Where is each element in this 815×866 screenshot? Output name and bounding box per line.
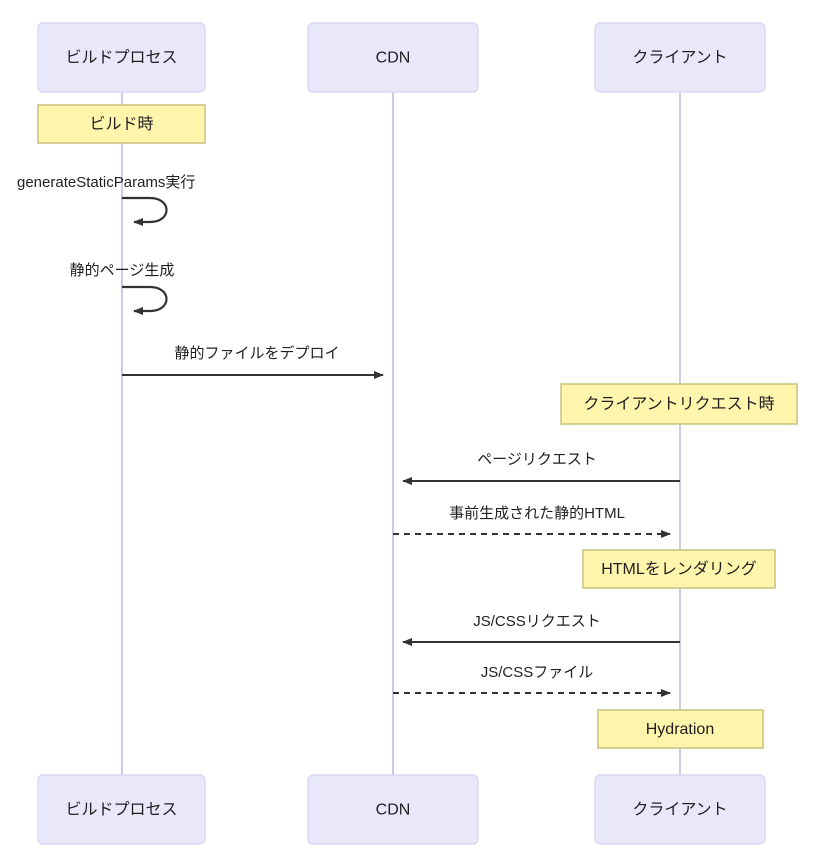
message-label-deploy-static-files: 静的ファイルをデプロイ	[174, 344, 339, 362]
note-label-client-request-time: クライアントリクエスト時	[583, 395, 774, 413]
note-build-time[interactable]: ビルド時	[37, 104, 206, 144]
message-generate-static-pages[interactable]: 静的ページ生成	[70, 262, 175, 315]
message-page-request[interactable]: ページリクエスト	[402, 451, 680, 485]
message-generate-static-params[interactable]: generateStaticParams実行	[17, 174, 195, 226]
participant-label-cdn: CDN	[376, 50, 411, 67]
note-box-client-request-time[interactable]	[560, 383, 798, 425]
note-hydration[interactable]: Hydration	[597, 709, 764, 749]
message-js-css-request[interactable]: JS/CSSリクエスト	[402, 613, 680, 646]
participant-box-client-bottom[interactable]	[594, 774, 766, 845]
participant-box-build[interactable]	[37, 22, 206, 93]
message-label-generate-static-pages: 静的ページ生成	[70, 262, 175, 279]
message-arrow-generate-static-pages	[122, 285, 168, 315]
note-box-hydration[interactable]	[597, 709, 764, 749]
note-client-request-time[interactable]: クライアントリクエスト時	[560, 383, 798, 425]
participant-label-build-bottom: ビルドプロセス	[65, 801, 177, 819]
participant-label-cdn-bottom: CDN	[376, 802, 411, 819]
message-js-css-files[interactable]: JS/CSSファイル	[393, 664, 671, 697]
message-label-js-css-request: JS/CSSリクエスト	[473, 613, 601, 630]
message-arrow-generate-static-params	[122, 196, 168, 226]
message-label-prerendered-html: 事前生成された静的HTML	[449, 505, 625, 522]
message-prerendered-html[interactable]: 事前生成された静的HTML	[393, 505, 671, 538]
participant-box-cdn[interactable]	[307, 22, 479, 93]
message-label-generate-static-params: generateStaticParams実行	[17, 174, 195, 191]
note-box-render-html[interactable]	[582, 549, 776, 589]
participant-box-client[interactable]	[594, 22, 766, 93]
participant-label-client: クライアント	[632, 49, 727, 67]
participant-box-build-bottom[interactable]	[37, 774, 206, 845]
participant-header-client[interactable]: クライアント	[594, 22, 766, 93]
note-label-render-html: HTMLをレンダリング	[601, 560, 757, 578]
participant-label-client-bottom: クライアント	[632, 801, 727, 819]
note-label-build-time: ビルド時	[89, 115, 153, 133]
participant-footer-build[interactable]: ビルドプロセス	[37, 774, 206, 845]
participant-header-build[interactable]: ビルドプロセス	[37, 22, 206, 93]
message-deploy-static-files[interactable]: 静的ファイルをデプロイ	[122, 344, 384, 379]
note-label-hydration: Hydration	[646, 721, 714, 738]
note-box-build-time[interactable]	[37, 104, 206, 144]
participant-label-build: ビルドプロセス	[65, 49, 177, 67]
note-render-html[interactable]: HTMLをレンダリング	[582, 549, 776, 589]
participant-footer-cdn[interactable]: CDN	[307, 774, 479, 845]
lifelines	[121, 92, 681, 780]
participant-box-cdn-bottom[interactable]	[307, 774, 479, 845]
participant-footer-client[interactable]: クライアント	[594, 774, 766, 845]
message-label-page-request: ページリクエスト	[477, 451, 597, 468]
participant-header-cdn[interactable]: CDN	[307, 22, 479, 93]
message-label-js-css-files: JS/CSSファイル	[481, 664, 594, 681]
